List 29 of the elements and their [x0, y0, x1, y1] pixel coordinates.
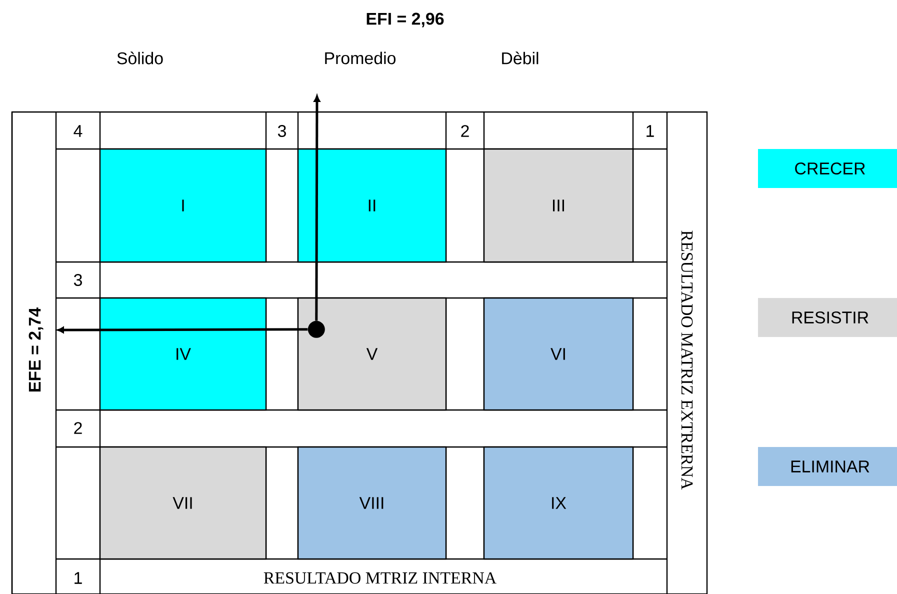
legend-item: CRECER	[758, 149, 897, 188]
axis-number: 3	[74, 274, 82, 286]
matrix-cell: II	[297, 148, 447, 263]
column-label: Dèbil	[502, 52, 538, 64]
matrix-cell: VIII	[297, 446, 447, 560]
axis-title: RESULTADO MTRIZ INTERNA	[264, 572, 496, 584]
arrow	[57, 326, 308, 334]
matrix-cell: I	[99, 148, 267, 263]
axis-number: 1	[646, 125, 654, 137]
axis-number: 3	[278, 125, 286, 137]
legend-item: ELIMINAR	[758, 447, 897, 486]
position-dot	[308, 320, 325, 338]
matrix-cell: VII	[99, 446, 267, 560]
matrix-cell: V	[297, 297, 447, 411]
column-label: Sòlido	[117, 52, 163, 64]
matrix-cell: IX	[483, 446, 634, 560]
axis-value: EFE = 2,74	[28, 308, 44, 392]
axis-number: 2	[461, 125, 469, 137]
matrix-cell: IV	[99, 297, 267, 411]
legend-item: RESISTIR	[758, 298, 897, 337]
axis-title: RESULTADO MATRIZ EXTRERNA	[681, 230, 693, 490]
axis-number: 1	[74, 572, 82, 584]
axis-number: 2	[74, 422, 82, 434]
matrix-cell: VI	[483, 297, 634, 411]
heading: EFI = 2,96	[366, 12, 444, 28]
matrix-cell: III	[483, 148, 634, 263]
column-label: Promedio	[325, 52, 396, 64]
arrow	[314, 95, 320, 321]
axis-number: 4	[74, 125, 82, 137]
